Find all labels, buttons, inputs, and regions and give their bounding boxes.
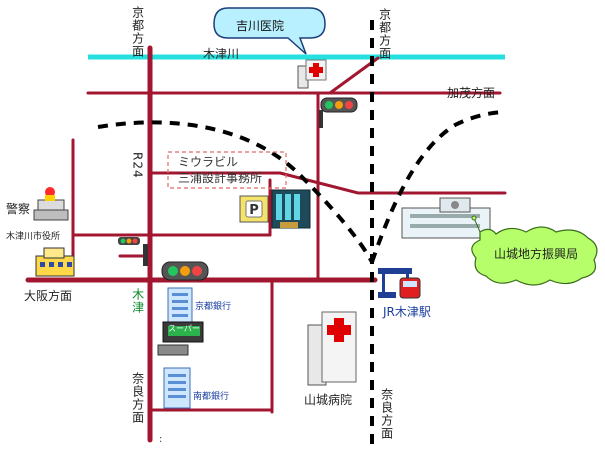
office-company-name: 三浦設計事務所 xyxy=(178,171,263,185)
police-label: 警察 xyxy=(6,202,31,216)
route-r24-label: R24 xyxy=(130,152,145,179)
kizu-label: 木津 xyxy=(130,288,145,314)
kyoto-direction-left: 京都方面 xyxy=(130,6,145,58)
kyoto-bank-label: 京都銀行 xyxy=(195,302,232,312)
nara-direction-right: 奈良方面 xyxy=(379,388,394,440)
supermarket-sign-label: スーパー xyxy=(168,324,200,333)
office-building-name: ミウラビル xyxy=(178,155,239,169)
office-dashed-box xyxy=(167,151,287,189)
rail-lines xyxy=(97,20,506,445)
promotion-bureau-label: 山城地方振興局 xyxy=(494,247,579,261)
parking-icon: P xyxy=(239,195,269,223)
yoshikawa-callout xyxy=(213,7,326,55)
yoshikawa-hospital-icon xyxy=(297,59,327,89)
jr-station-icon xyxy=(378,268,421,299)
miura-building-icon xyxy=(271,189,311,229)
city-hall-label: 木津川市役所 xyxy=(6,232,61,242)
bureau-callout xyxy=(471,215,598,286)
rail-east xyxy=(370,110,506,263)
roads xyxy=(25,45,507,443)
supermarket-icon xyxy=(157,321,204,356)
nanto-bank-label: 南都銀行 xyxy=(193,392,230,402)
prefectural-office-icon xyxy=(401,197,491,239)
traffic-light-cityhall-icon xyxy=(118,237,148,266)
city-hall-icon xyxy=(35,247,75,277)
nara-direction-left: 奈良方面 xyxy=(130,372,145,424)
jr-station-label: JR木津駅 xyxy=(383,305,431,319)
yoshikawa-hospital-label: 吉川医院 xyxy=(236,19,285,33)
kyoto-bank-icon xyxy=(167,287,193,323)
osaka-direction: 大阪方面 xyxy=(24,289,73,303)
traffic-light-north-icon xyxy=(319,97,358,128)
nanto-bank-icon xyxy=(163,367,191,409)
yamashiro-hospital-label: 山城病院 xyxy=(304,393,353,407)
kizu-river-label: 木津川 xyxy=(203,47,240,61)
rail-katamachi xyxy=(97,120,374,263)
yamashiro-hospital-icon xyxy=(307,311,357,386)
svg-text:P: P xyxy=(249,203,259,218)
kyoto-direction-right: 京都方面 xyxy=(377,8,392,60)
police-icon xyxy=(33,187,69,221)
traffic-light-center-icon xyxy=(161,261,209,281)
svg-text::: : xyxy=(159,434,162,445)
kamo-direction: 加茂方面 xyxy=(447,86,496,100)
